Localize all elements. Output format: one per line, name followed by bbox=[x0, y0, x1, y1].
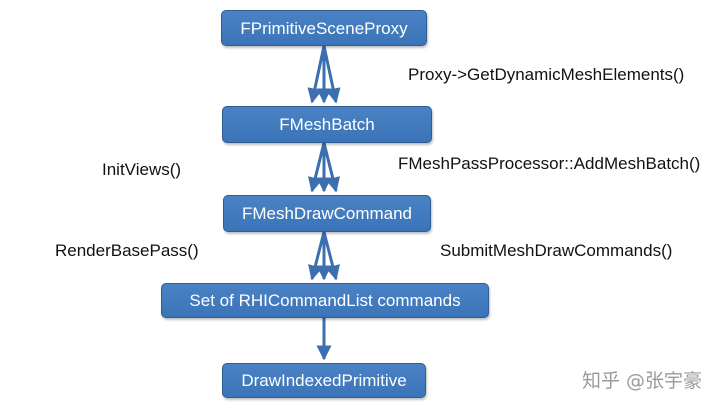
label-init-views: InitViews() bbox=[102, 160, 182, 179]
arrow-line bbox=[322, 231, 340, 281]
label-get-dynamic-mesh-elements: Proxy->GetDynamicMeshElements() bbox=[408, 65, 685, 84]
node-primitive-scene-proxy: FPrimitiveSceneProxy bbox=[221, 10, 427, 46]
label-add-mesh-batch: FMeshPassProcessor::AddMeshBatch() bbox=[398, 154, 701, 173]
arrow-group-command-to-rhi bbox=[308, 231, 340, 281]
label-render-base-pass: RenderBasePass() bbox=[55, 241, 199, 260]
node-mesh-draw-command: FMeshDrawCommand bbox=[223, 195, 431, 232]
node-draw-indexed-primitive: DrawIndexedPrimitive bbox=[222, 363, 426, 398]
node-rhi-command-list-commands: Set of RHICommandList commands bbox=[161, 283, 489, 318]
arrow-line bbox=[307, 142, 326, 193]
watermark-text: 知乎 @张宇豪 bbox=[581, 370, 702, 392]
arrow-line bbox=[322, 142, 341, 193]
arrow-line bbox=[308, 231, 326, 281]
arrow-line bbox=[307, 45, 326, 104]
arrow-group-batch-to-command bbox=[307, 142, 341, 193]
arrow-group-proxy-to-batch bbox=[307, 45, 341, 104]
node-mesh-batch: FMeshBatch bbox=[222, 106, 432, 143]
arrow-line bbox=[322, 45, 341, 104]
label-submit-mesh-draw-commands: SubmitMeshDrawCommands() bbox=[440, 241, 673, 260]
